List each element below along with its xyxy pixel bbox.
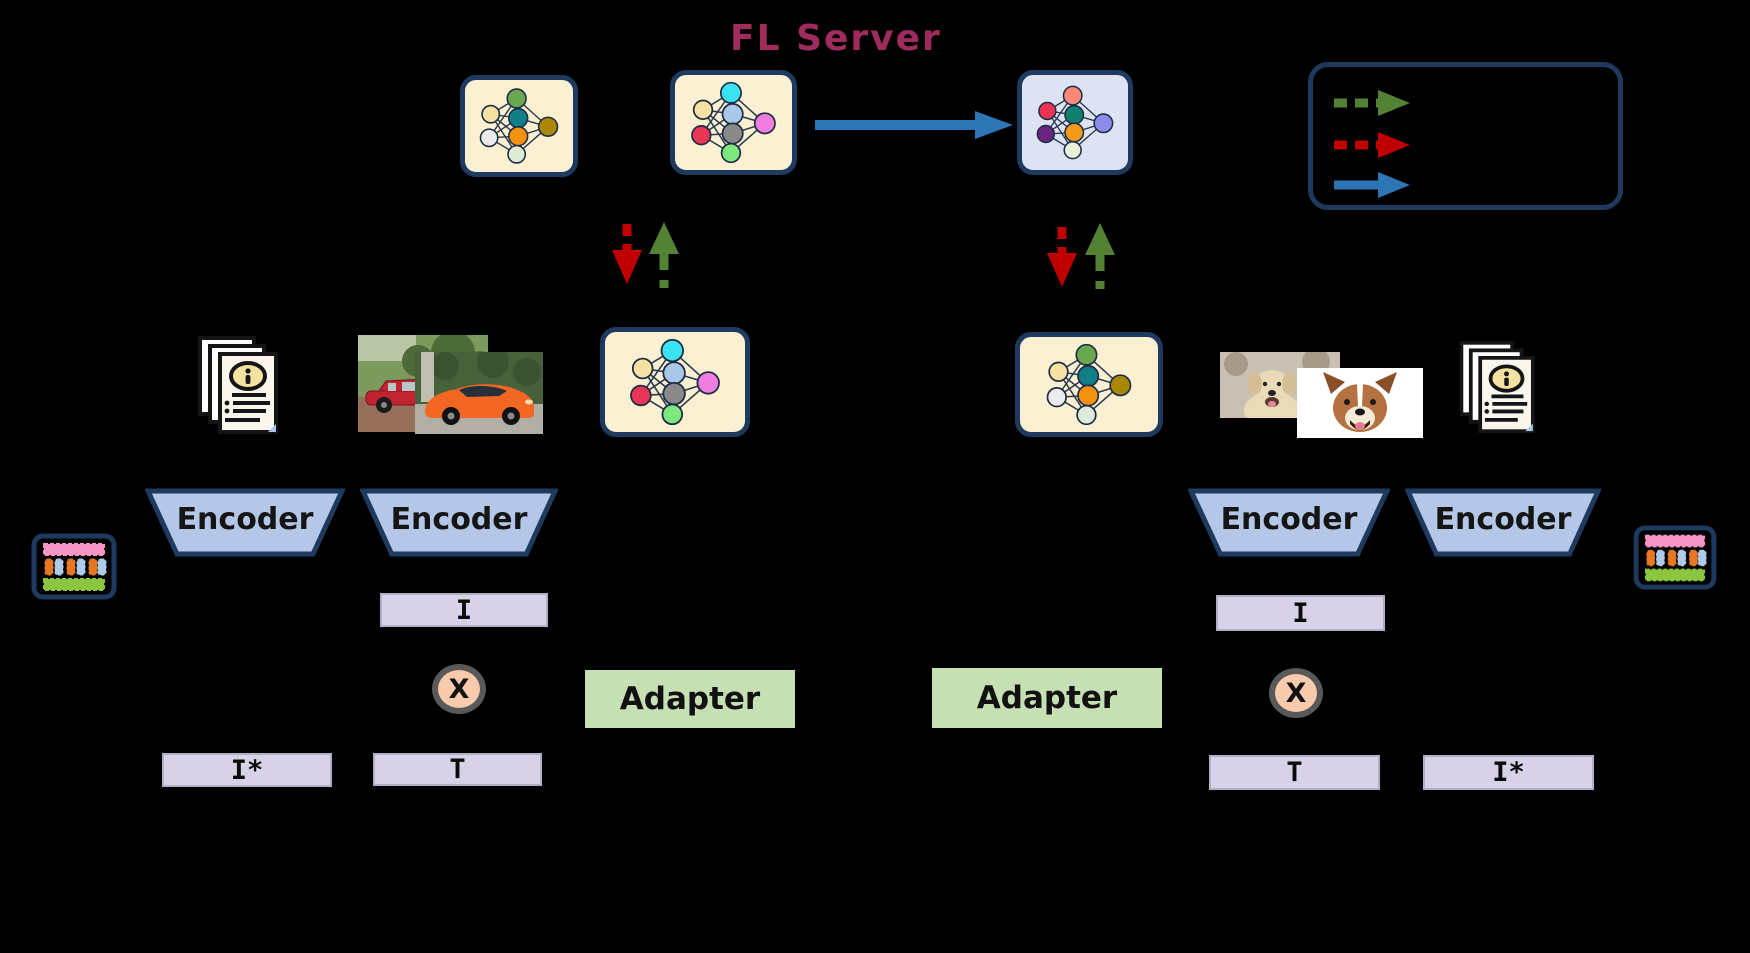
embedding-label: T <box>1286 757 1303 788</box>
legend-green-dashed-arrow-icon <box>1334 90 1410 116</box>
embedding-label: I <box>455 594 473 626</box>
client2-text-encoder: Encoder <box>1405 488 1601 557</box>
adapter-label: Adapter <box>976 680 1118 716</box>
fl-server-title: FL Server <box>730 18 942 59</box>
adapter-label: Adapter <box>619 681 761 717</box>
client1-image-embedding-bar: I <box>380 593 548 627</box>
embedding-label: I* <box>1492 757 1525 788</box>
upload-arrow-client2-icon <box>1085 223 1115 289</box>
client1-text-embedding-bar: T <box>373 753 542 786</box>
client2-image-encoder: Encoder <box>1188 488 1390 557</box>
encoder-label: Encoder <box>176 502 314 538</box>
client1-text-encoder: Encoder <box>145 488 345 557</box>
download-arrow-client1-icon <box>612 224 642 284</box>
client2-image-embedding-bar: I <box>1216 595 1385 631</box>
client2-local-model-box <box>1015 332 1163 437</box>
server-model-updated-box <box>1017 70 1133 175</box>
server-model-left-box <box>460 75 578 177</box>
client2-multiply-icon: X <box>1269 668 1323 718</box>
encoder-label: Encoder <box>390 502 528 538</box>
neural-network-icon <box>1032 81 1118 164</box>
client1-local-model-box <box>600 327 750 437</box>
client1-car-photo-front <box>415 352 543 434</box>
legend-blue-solid-arrow-icon <box>1334 172 1410 198</box>
server-model-center-box <box>670 70 797 175</box>
embedding-label: T <box>449 754 466 785</box>
multiply-label: X <box>1285 677 1307 709</box>
multiply-label: X <box>448 673 470 705</box>
neural-network-icon <box>1030 343 1148 426</box>
embedding-label: I <box>1292 597 1309 629</box>
legend-red-dashed-arrow-icon <box>1334 132 1410 158</box>
client1-multiply-icon: X <box>432 664 486 714</box>
neural-network-icon <box>615 338 735 426</box>
neural-network-icon <box>685 81 782 164</box>
legend-box <box>1308 62 1623 210</box>
encoder-label: Encoder <box>1220 502 1358 538</box>
client2-dog-photo-front <box>1297 368 1423 438</box>
embedding-matrix-icon-left <box>31 533 117 600</box>
client1-text-documents-icon <box>190 335 290 435</box>
encoder-label: Encoder <box>1434 502 1572 538</box>
client2-adapted-image-embedding-bar: I* <box>1423 755 1594 790</box>
download-arrow-client2-icon <box>1047 227 1077 287</box>
client2-adapter-box: Adapter <box>932 668 1162 728</box>
client1-adapter-box: Adapter <box>585 670 795 728</box>
client2-text-documents-icon <box>1448 340 1550 434</box>
client2-text-embedding-bar: T <box>1209 755 1380 790</box>
broadcast-arrow-icon <box>815 111 1013 139</box>
embedding-matrix-icon-right <box>1633 525 1717 590</box>
client1-image-encoder: Encoder <box>360 488 558 557</box>
upload-arrow-client1-icon <box>649 222 679 288</box>
embedding-label: I* <box>230 754 264 786</box>
client1-adapted-image-embedding-bar: I* <box>162 753 332 787</box>
neural-network-icon <box>475 86 563 166</box>
